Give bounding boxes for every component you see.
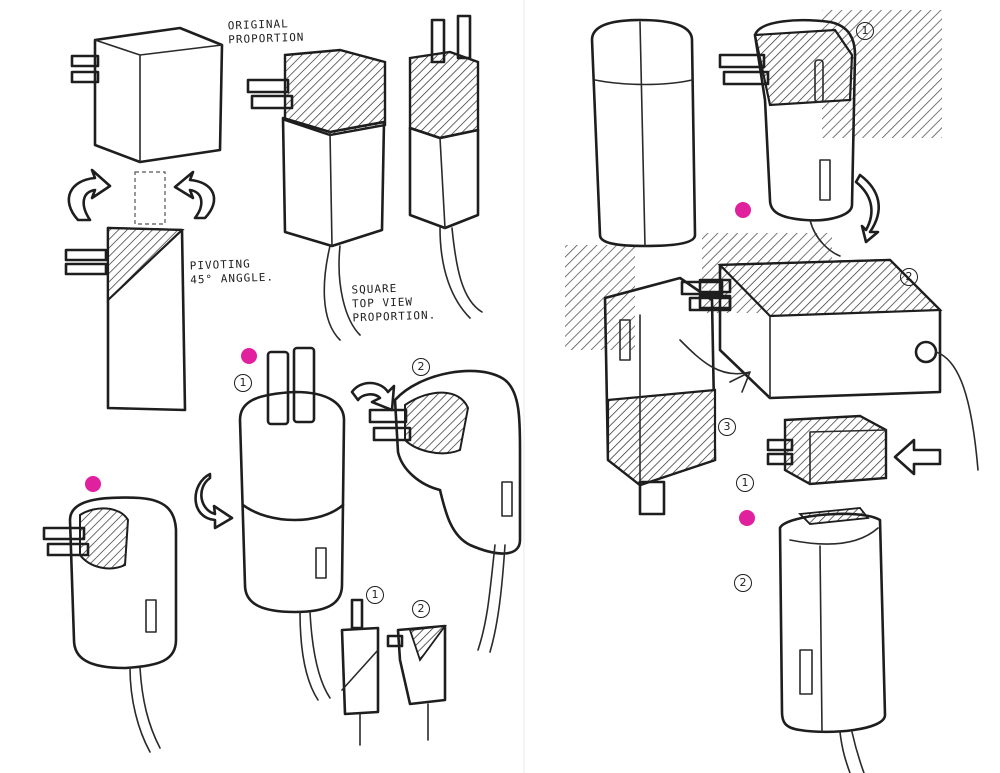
marker-two: 2 bbox=[900, 268, 918, 286]
wall-charger-sketch bbox=[42, 496, 178, 753]
tall-hex-charger-sketch bbox=[408, 14, 483, 319]
note-pivoting: PIVOTING 45° ANGGLE. bbox=[190, 257, 275, 288]
small-cube-sketch bbox=[766, 414, 942, 486]
hex-charger-sketch bbox=[246, 48, 387, 341]
tall-column-sketch bbox=[590, 18, 697, 248]
accent-dot bbox=[241, 348, 257, 364]
accent-dot bbox=[739, 510, 755, 526]
small-pivot-sketch bbox=[340, 598, 447, 746]
note-original-proportion: ORIGINAL PROPORTION bbox=[228, 17, 305, 48]
accent-dot bbox=[85, 476, 101, 492]
tilted-block-sketch bbox=[603, 276, 751, 516]
note-line: PROPORTION. bbox=[352, 308, 437, 325]
accent-dot bbox=[735, 202, 751, 218]
marker-one: 1 bbox=[366, 586, 384, 604]
marker-one: 1 bbox=[856, 22, 874, 40]
note-square-top-view: SQUARE TOP VIEW PROPORTION. bbox=[351, 281, 436, 326]
slot-charger-sketch bbox=[718, 18, 880, 257]
shade-block-left bbox=[565, 245, 635, 350]
rounded-charger-1-sketch bbox=[194, 346, 346, 701]
horizontal-box-sketch bbox=[698, 258, 979, 471]
rounded-charger-2-sketch bbox=[350, 369, 522, 653]
rotate-arrows-sketch bbox=[67, 168, 216, 225]
marker-two: 2 bbox=[734, 574, 752, 592]
marker-one: 1 bbox=[736, 474, 754, 492]
marker-three: 3 bbox=[718, 418, 736, 436]
note-line: 45° ANGGLE. bbox=[190, 270, 275, 287]
marker-one: 1 bbox=[234, 374, 252, 392]
tall-base-sketch bbox=[778, 507, 887, 773]
pivoting-block-sketch bbox=[64, 226, 187, 412]
note-line: PROPORTION bbox=[228, 30, 305, 47]
original-cube-sketch bbox=[70, 26, 224, 164]
marker-two: 2 bbox=[412, 600, 430, 618]
marker-two: 2 bbox=[412, 358, 430, 376]
